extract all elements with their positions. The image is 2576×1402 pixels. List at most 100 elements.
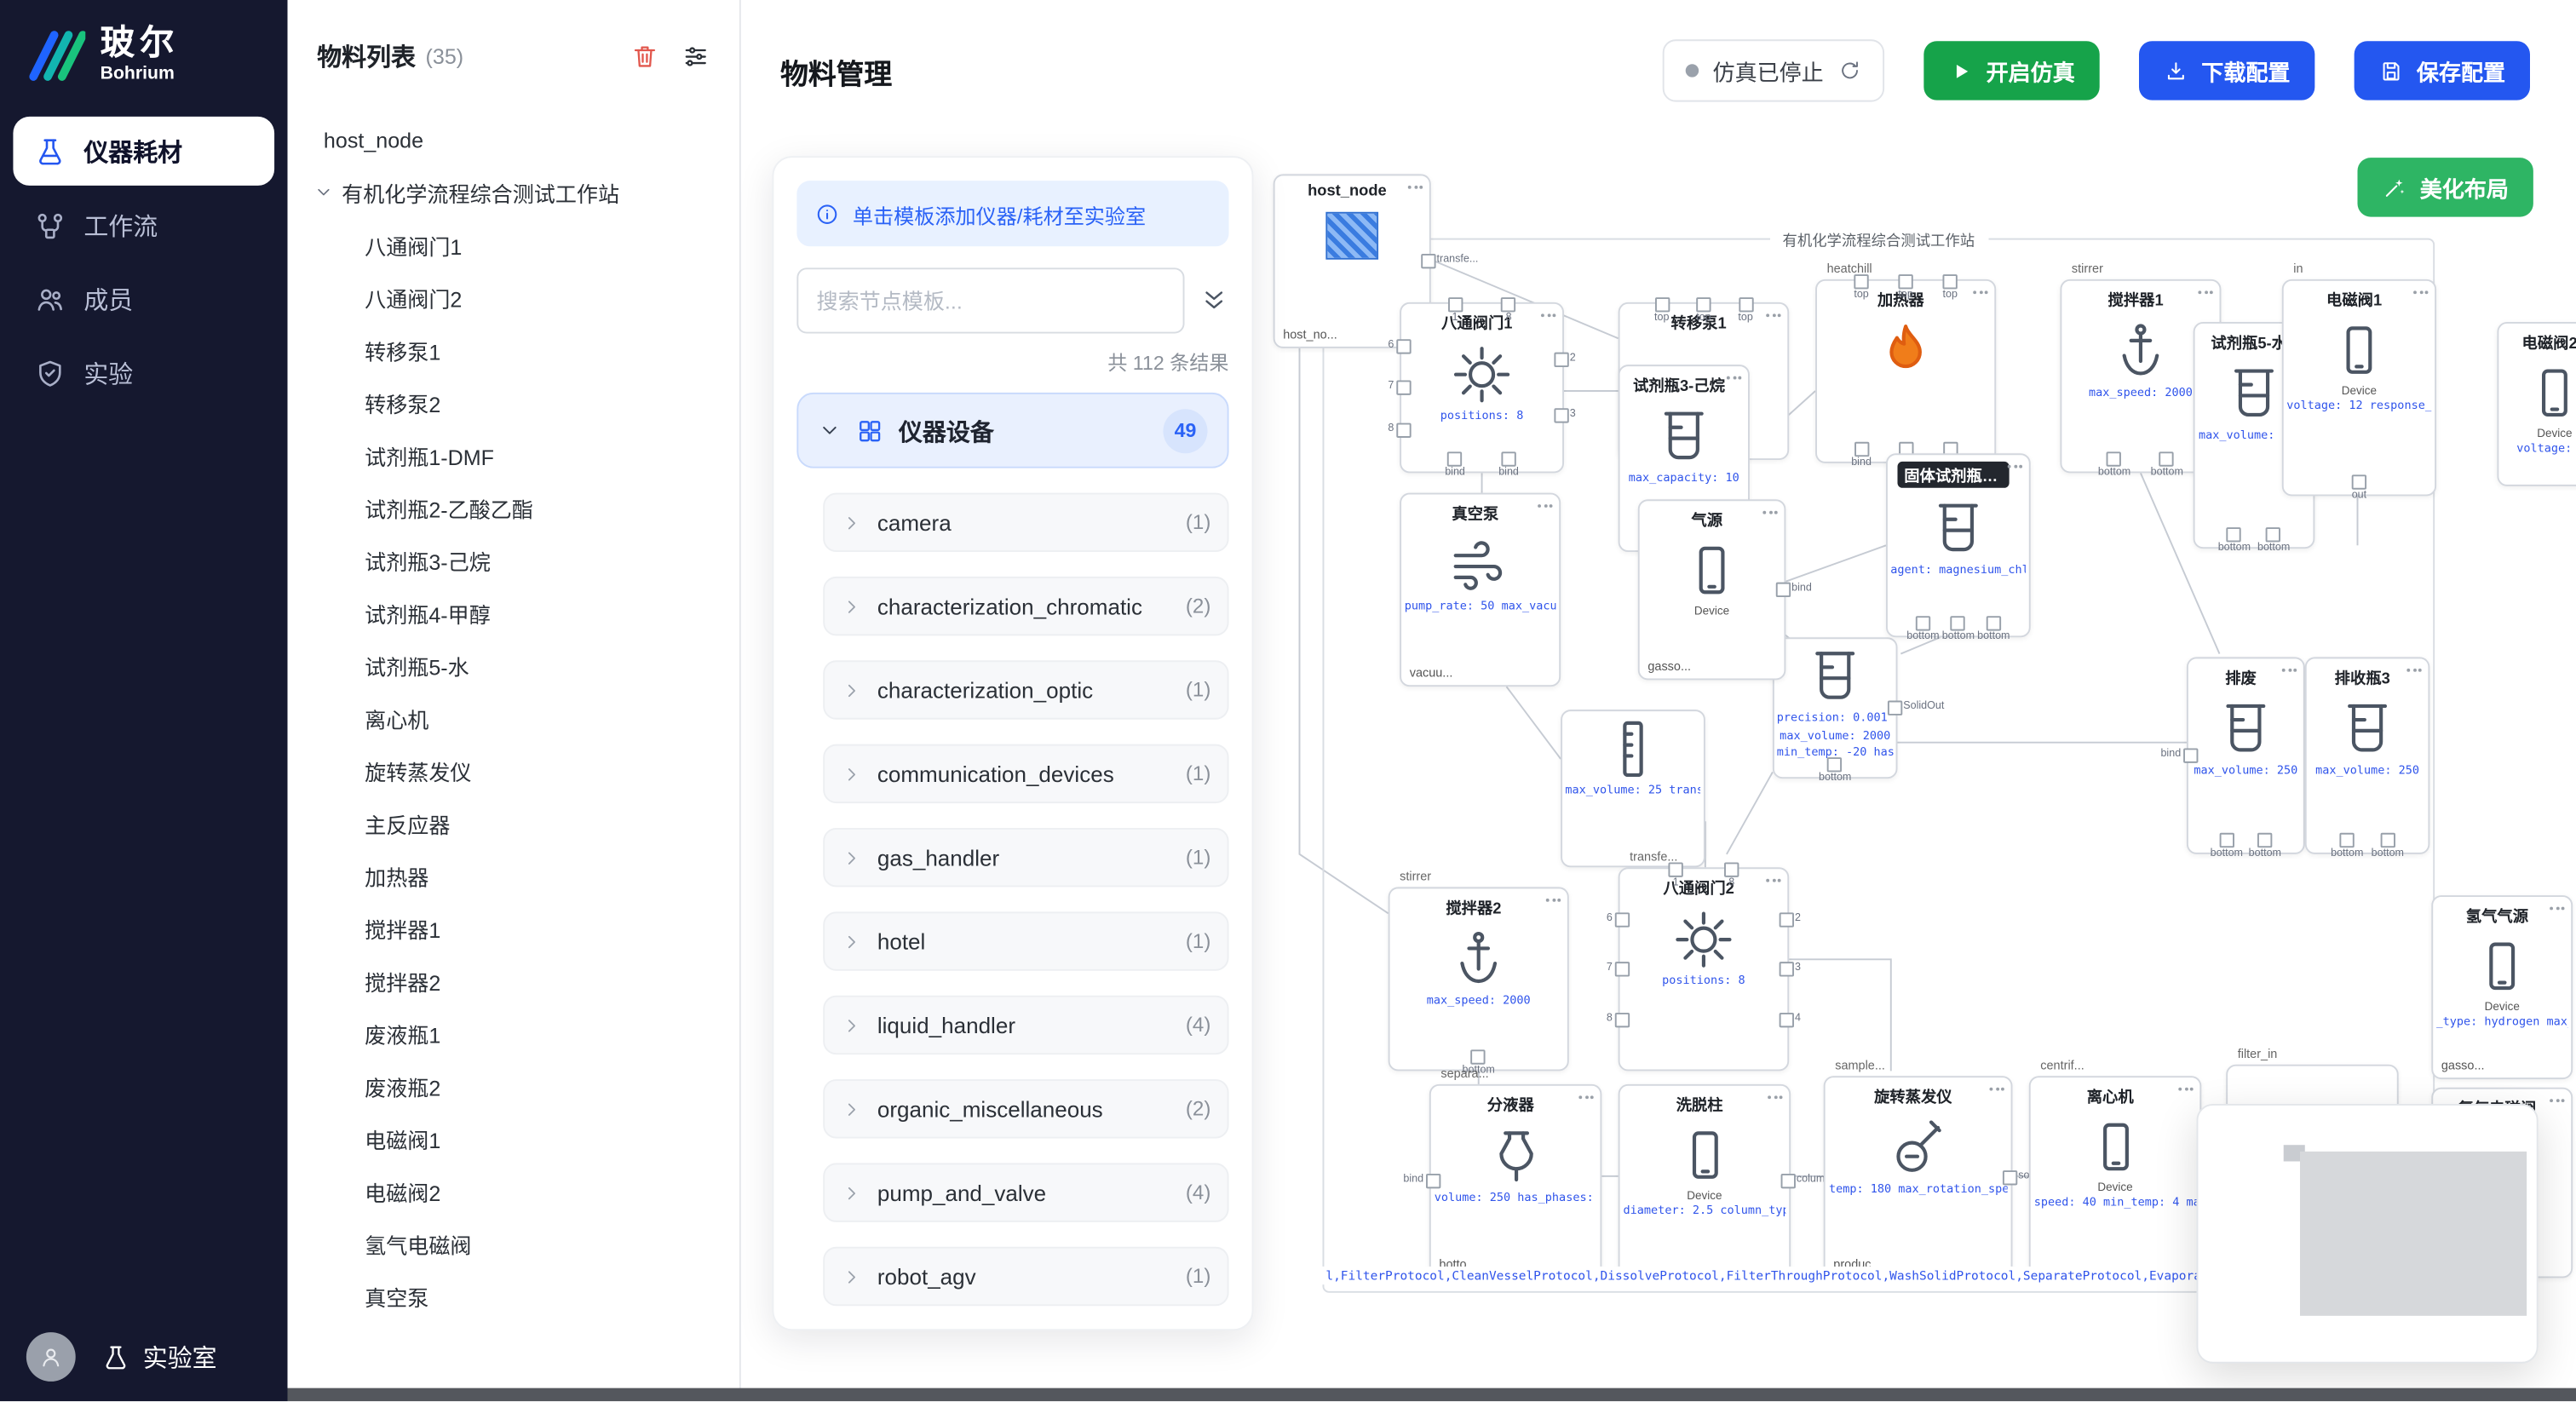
port-bottom[interactable]: bind (1498, 451, 1519, 478)
port-right[interactable]: 4 (1778, 1011, 1801, 1027)
port-square[interactable] (2380, 831, 2395, 848)
minimap-viewport[interactable] (2299, 1151, 2527, 1316)
port-bottom[interactable]: out (2352, 474, 2366, 501)
port-square[interactable] (1854, 274, 1869, 290)
port-square[interactable] (1668, 862, 1683, 877)
more-icon[interactable] (1540, 313, 1556, 318)
tree-item[interactable]: 电磁阀1 (287, 1112, 739, 1165)
tree-item[interactable]: 真空泵 (287, 1270, 739, 1323)
port-left[interactable]: 8 (1607, 1011, 1630, 1027)
port-top[interactable]: 1 (1668, 862, 1683, 889)
port-right[interactable]: 3 (1778, 962, 1801, 977)
start-simulation-button[interactable]: 开启仿真 (1923, 41, 2100, 101)
port-square[interactable] (1854, 440, 1869, 457)
port-bottom[interactable]: bottom (2249, 831, 2281, 859)
port-square[interactable] (1553, 408, 1568, 423)
port-bottom[interactable]: bottom (2257, 526, 2290, 554)
more-icon[interactable] (1578, 1095, 1594, 1100)
port-square[interactable] (2219, 831, 2234, 848)
port-left[interactable]: 7 (1388, 380, 1411, 395)
more-icon[interactable] (1768, 1095, 1783, 1100)
port-top[interactable]: top (1854, 274, 1869, 302)
more-icon[interactable] (2550, 1099, 2565, 1103)
port-top[interactable]: 8 (1501, 297, 1516, 325)
palette-category-camera[interactable]: camera(1) (823, 492, 1229, 552)
save-config-button[interactable]: 保存配置 (2354, 41, 2530, 101)
workstation-group[interactable]: 有机化学流程综合测试工作站 (1322, 229, 2435, 1293)
port-square[interactable] (1915, 615, 1931, 630)
port-left[interactable]: 8 (1388, 422, 1411, 437)
download-config-button[interactable]: 下载配置 (2138, 41, 2315, 101)
port-bottom[interactable]: bottom (2218, 526, 2251, 554)
port-square[interactable] (1471, 1049, 1486, 1064)
port-square[interactable] (1613, 1011, 1630, 1027)
tree-item[interactable]: 废液瓶2 (287, 1060, 739, 1112)
refresh-icon[interactable] (1838, 59, 1861, 82)
port-bottom[interactable]: bottom (2372, 831, 2404, 859)
beautify-layout-button[interactable]: 美化布局 (2357, 158, 2533, 217)
palette-category-communication_devices[interactable]: communication_devices(1) (823, 744, 1229, 804)
port-square[interactable] (2227, 526, 2242, 542)
port-right[interactable]: bind (1774, 582, 1812, 598)
port-square[interactable] (1447, 451, 1463, 466)
more-icon[interactable] (1766, 878, 1781, 882)
port-top[interactable]: top (1654, 297, 1669, 325)
more-icon[interactable] (2178, 1087, 2194, 1091)
port-square[interactable] (1447, 297, 1463, 313)
palette-category-characterization_optic[interactable]: characterization_optic(1) (823, 660, 1229, 720)
more-icon[interactable] (1407, 185, 1423, 189)
palette-category-robot_agv[interactable]: robot_agv(1) (823, 1246, 1229, 1307)
port-top[interactable]: top (1898, 274, 1913, 302)
port-square[interactable] (1395, 422, 1411, 437)
tree-item[interactable]: 搅拌器1 (287, 902, 739, 955)
port-left[interactable]: 6 (1607, 911, 1630, 927)
port-square[interactable] (1942, 274, 1958, 290)
lab-link[interactable]: 实验室 (102, 1340, 217, 1375)
port-square[interactable] (1986, 615, 2001, 630)
port-square[interactable] (1886, 700, 1902, 715)
palette-category-pump_and_valve[interactable]: pump_and_valve(4) (823, 1163, 1229, 1222)
sidebar-item-experiments[interactable]: 实验 (13, 338, 274, 407)
port-square[interactable] (1724, 862, 1739, 877)
more-icon[interactable] (2550, 906, 2565, 911)
port-square[interactable] (1778, 911, 1794, 927)
avatar[interactable] (26, 1332, 76, 1382)
tree-item[interactable]: 八通阀门2 (287, 271, 739, 324)
port-right[interactable]: SolidOut (1886, 700, 1944, 715)
port-square[interactable] (1774, 582, 1791, 598)
canvas-node-main-reactor[interactable]: precision: 0.001 max_capacity: 10max_vol… (1772, 637, 1944, 782)
port-right[interactable]: solven... (2001, 1169, 2058, 1185)
canvas-node-transfer-pump-2[interactable]: max_volume: 25 transfer_rate: 10 (1561, 710, 1705, 868)
tree-item[interactable]: 电磁阀2 (287, 1164, 739, 1217)
port-left[interactable]: bind (1403, 1173, 1440, 1189)
port-bottom[interactable]: bottom (1942, 615, 1975, 642)
double-chevron-down-icon[interactable] (1199, 286, 1229, 316)
tree-item[interactable]: 转移泵2 (287, 376, 739, 429)
port-square[interactable] (1553, 352, 1568, 368)
logo[interactable]: 玻尔 Bohrium (0, 0, 287, 97)
tree-item[interactable]: 搅拌器2 (287, 954, 739, 1007)
port-bottom[interactable]: bottom (2151, 451, 2183, 478)
canvas-node-heater[interactable]: heatchill加热器toptoptopbindbindbind (1815, 261, 1997, 467)
port-top[interactable]: top (1942, 274, 1958, 302)
port-square[interactable] (2257, 831, 2273, 848)
port-top[interactable]: 8 (1724, 862, 1739, 889)
palette-category-liquid_handler[interactable]: liquid_handler(4) (823, 995, 1229, 1055)
sidebar-item-instruments[interactable]: 仪器耗材 (13, 116, 275, 186)
port-square[interactable] (1778, 962, 1794, 977)
port-bottom[interactable]: bottom (1906, 615, 1940, 642)
tree-item[interactable]: 八通阀门1 (287, 218, 739, 271)
port-bottom[interactable]: bottom (2098, 451, 2130, 478)
more-icon[interactable] (1973, 290, 1988, 295)
tree-item[interactable]: 旋转蒸发仪 (287, 744, 739, 797)
port-square[interactable] (2266, 526, 2281, 542)
port-square[interactable] (1613, 962, 1630, 977)
port-right[interactable]: 2 (1778, 911, 1801, 927)
port-left[interactable]: bind (2160, 748, 2198, 763)
more-icon[interactable] (2413, 290, 2429, 295)
